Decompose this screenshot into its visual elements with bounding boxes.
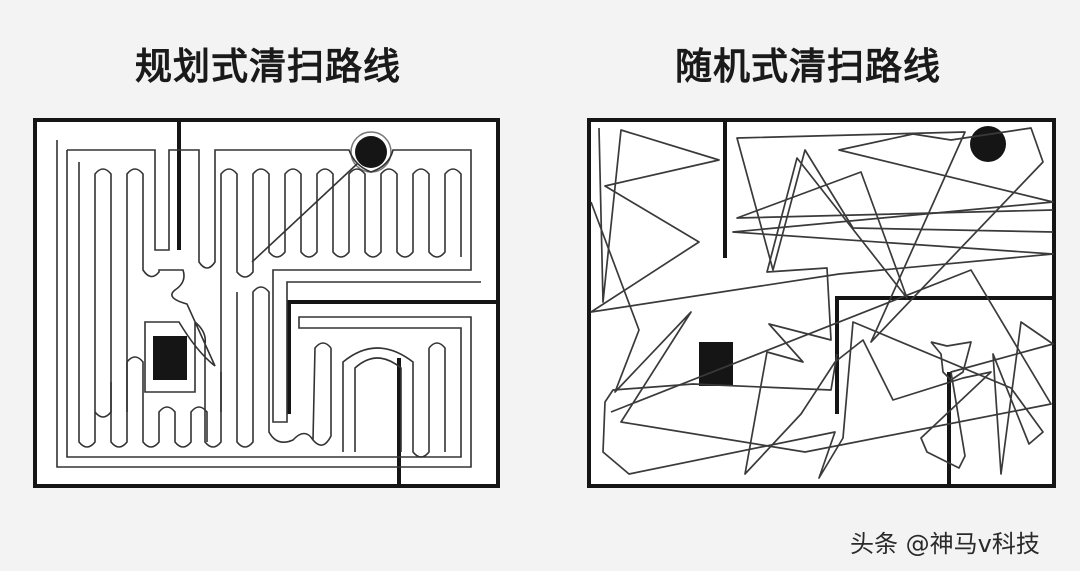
random-route-title: 随机式清扫路线 [675,45,941,88]
watermark-text: 头条 @神马v科技 [850,530,1040,558]
wall-inner-room [835,296,1052,414]
random-route-diagram [590,122,1054,484]
cleaning-path [590,127,1054,479]
room-walls [177,122,496,484]
furniture-obstacle [699,342,733,386]
path-left-serpentine [56,140,472,468]
path-outer-loop [67,149,481,423]
random-path-3 [590,201,1052,453]
path-arch-room [342,342,446,458]
wall-inner-room [287,300,496,414]
robot-vacuum-icon [970,126,1006,162]
cleaning-path [56,140,481,468]
room-walls [723,122,1052,484]
path-transit-line [251,163,358,263]
planned-route-title: 规划式清扫路线 [135,45,401,88]
random-path-4 [930,341,972,381]
robot-vacuum-icon [355,136,387,168]
random-path-1 [590,127,1054,343]
path-upper-meanders [78,162,462,448]
planned-route-diagram [56,122,496,484]
random-route-panel [587,118,1056,488]
furniture-obstacle [153,336,187,380]
planned-route-panel [33,118,500,488]
path-lower-meanders [94,286,332,448]
